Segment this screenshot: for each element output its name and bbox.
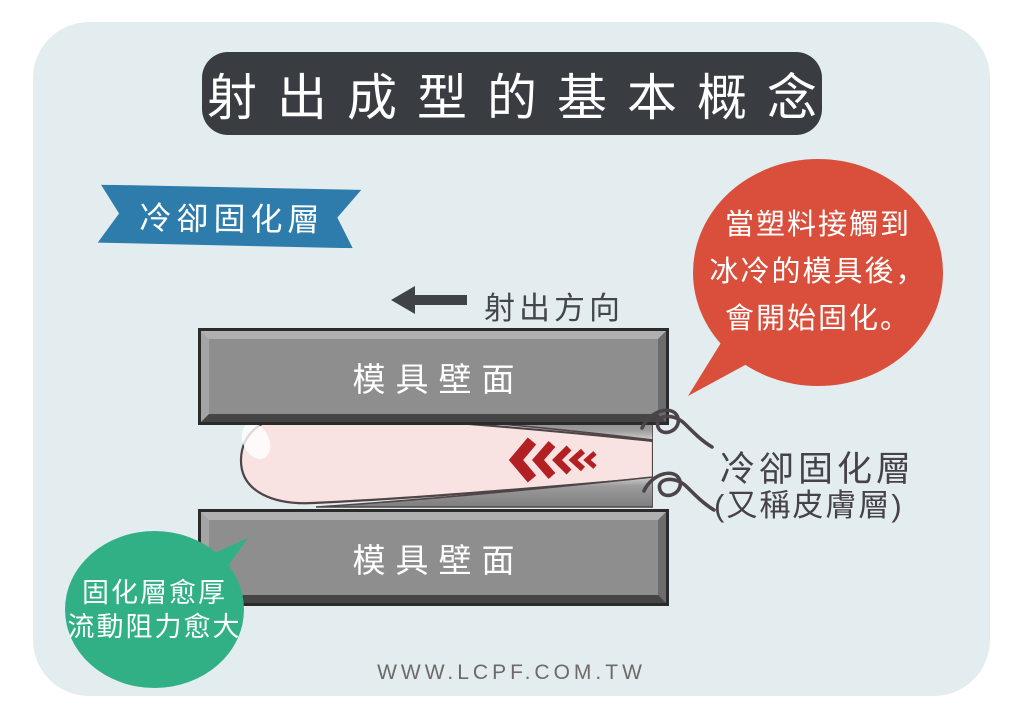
arrow-left-icon xyxy=(391,286,467,314)
red-bubble-line: 會開始固化。 xyxy=(724,303,911,335)
mold-wall-top-label: 模具壁面 xyxy=(352,360,525,398)
red-speech-bubble: 當塑料接觸到 冰冷的模具後， 會開始固化。 xyxy=(693,159,943,386)
green-bubble-line: 流動阻力愈大 xyxy=(67,611,242,642)
mold-wall-top: 模具壁面 xyxy=(201,331,666,422)
section-ribbon: 冷卻固化層 xyxy=(98,185,362,249)
skin-layer-label: 冷卻固化層 xyxy=(720,450,916,489)
flow-chevrons-icon xyxy=(508,437,597,483)
molten-plastic-shape xyxy=(239,412,653,505)
mold-wall-bottom-label: 模具壁面 xyxy=(352,541,525,579)
solidified-layer-bottom xyxy=(315,476,653,508)
plastic-flow-diagram xyxy=(239,407,653,508)
mold-wall-bottom: 模具壁面 xyxy=(201,512,666,603)
curl-bottom xyxy=(642,471,716,512)
title-banner: 射出成型的基本概念 xyxy=(202,52,822,135)
green-speech-bubble: 固化層愈厚 流動阻力愈大 xyxy=(65,531,244,688)
injection-direction-label: 射出方向 xyxy=(484,291,624,326)
curl-top xyxy=(640,408,714,449)
page-title: 射出成型的基本概念 xyxy=(207,69,837,126)
skin-layer-sublabel: (又稱皮膚層) xyxy=(714,488,904,523)
green-bubble-line: 固化層愈厚 xyxy=(82,577,227,608)
curl-connector-icon xyxy=(640,408,716,512)
red-bubble-line: 當塑料接觸到 xyxy=(724,209,911,241)
red-bubble-line: 冰冷的模具後， xyxy=(709,256,927,288)
footer-url: WWW.LCPF.COM.TW xyxy=(377,661,646,684)
flow-front-gloss xyxy=(241,422,271,460)
section-ribbon-label: 冷卻固化層 xyxy=(139,199,325,238)
